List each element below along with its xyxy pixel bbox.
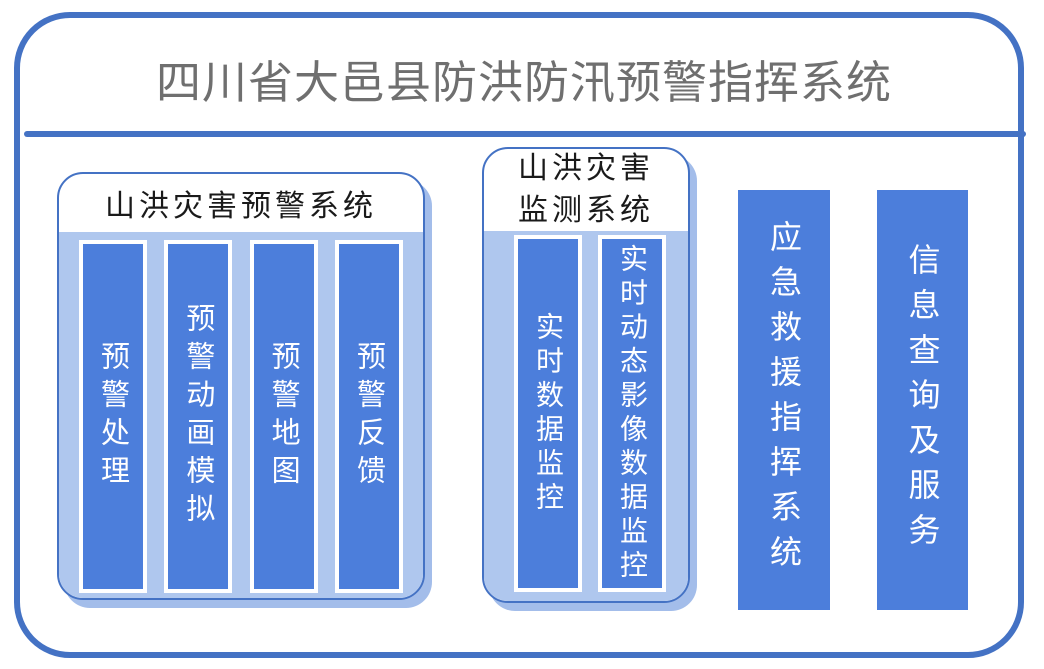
- group-flood-warning-header: 山洪灾害预警系统: [105, 189, 377, 224]
- bar-realtime-data-monitoring: 实时数据监控: [514, 235, 582, 592]
- bar-realtime-dynamic-video-monitoring: 实时动态影像数据监控: [598, 235, 666, 592]
- group-flood-warning-system: 山洪灾害预警系统 预警处理 预警动画模拟 预警地图 预警反馈: [57, 172, 425, 600]
- bar-warning-animation-simulation-label: 预警动画模拟: [181, 302, 216, 531]
- title-divider: [24, 131, 1026, 137]
- bar-warning-processing-label: 预警处理: [96, 340, 131, 493]
- group-flood-monitoring-system: 山洪灾害 监测系统 实时数据监控 实时动态影像数据监控: [482, 147, 690, 603]
- bar-warning-feedback-label: 预警反馈: [352, 340, 387, 493]
- bar-information-query-service-label: 信息查询及服务: [903, 242, 942, 558]
- bar-realtime-data-monitoring-label: 实时数据监控: [532, 311, 565, 516]
- bar-realtime-dynamic-video-monitoring-label: 实时动态影像数据监控: [616, 243, 649, 584]
- bar-warning-map: 预警地图: [249, 240, 318, 593]
- outer-frame: [14, 12, 1024, 658]
- bar-warning-animation-simulation: 预警动画模拟: [164, 240, 233, 593]
- group-flood-monitoring-header: 山洪灾害 监测系统: [518, 151, 654, 228]
- bar-information-query-service: 信息查询及服务: [877, 190, 968, 610]
- bar-emergency-rescue-command-system-label: 应急救援指挥系统: [765, 220, 803, 580]
- page-title: 四川省大邑县防洪防汛预警指挥系统: [155, 57, 892, 108]
- group-flood-monitoring-body: 实时数据监控 实时动态影像数据监控: [484, 231, 688, 601]
- bar-warning-map-label: 预警地图: [267, 340, 302, 493]
- bar-warning-processing: 预警处理: [79, 240, 147, 593]
- bar-warning-feedback: 预警反馈: [334, 240, 403, 593]
- bar-emergency-rescue-command-system: 应急救援指挥系统: [738, 190, 830, 610]
- group-flood-warning-body: 预警处理 预警动画模拟 预警地图 预警反馈: [59, 232, 423, 598]
